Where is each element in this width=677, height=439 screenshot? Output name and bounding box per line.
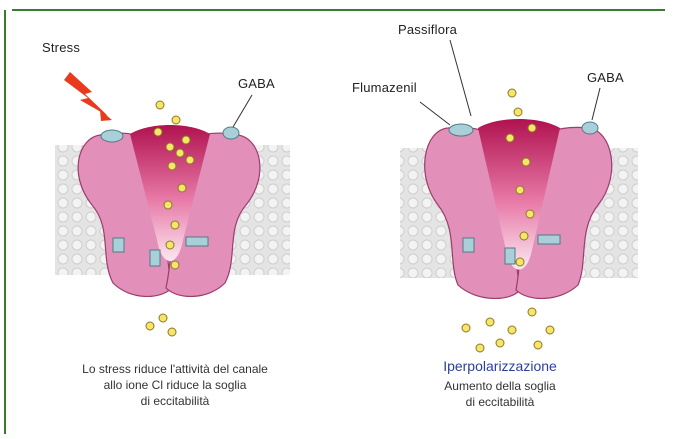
right-caption: Aumento della soglia di eccitabilità — [400, 378, 600, 410]
passiflora-label: Passiflora — [398, 22, 457, 37]
right-gaba-pointer — [592, 88, 600, 120]
right-caption-line-2: di eccitabilità — [400, 394, 600, 410]
right-gaba-label: GABA — [587, 70, 624, 85]
left-gaba-label: GABA — [238, 76, 275, 91]
left-gaba-pointer — [233, 95, 252, 127]
left-site-rect-a — [113, 238, 124, 252]
right-flumazenil-site — [449, 124, 473, 136]
flumazenil-label: Flumazenil — [352, 80, 417, 95]
left-site-rect-b — [150, 250, 160, 266]
left-caption-line-3: di eccitabilità — [55, 393, 295, 409]
hyperpolarization-label: Iperpolarizzazione — [400, 358, 600, 374]
right-site-rect-a — [463, 238, 474, 252]
flumazenil-pointer — [420, 102, 450, 125]
right-channel — [400, 40, 638, 352]
stress-label: Stress — [42, 40, 80, 55]
right-caption-line-1: Aumento della soglia — [400, 378, 600, 394]
right-site-rect-c — [538, 235, 560, 244]
left-gaba-site — [223, 127, 239, 139]
right-gaba-site — [582, 122, 598, 134]
left-caption: Lo stress riduce l'attività del canale a… — [55, 361, 295, 409]
left-channel — [55, 72, 290, 336]
left-site-rect-c — [186, 237, 208, 246]
left-caption-line-2: allo ione Cl riduce la soglia — [55, 377, 295, 393]
stress-bolt-icon — [64, 72, 108, 116]
left-caption-line-1: Lo stress riduce l'attività del canale — [55, 361, 295, 377]
left-receptor-site-a — [101, 130, 123, 142]
stress-bolt-tip — [100, 110, 112, 121]
passiflora-pointer — [450, 40, 471, 116]
right-site-rect-b — [505, 248, 515, 264]
